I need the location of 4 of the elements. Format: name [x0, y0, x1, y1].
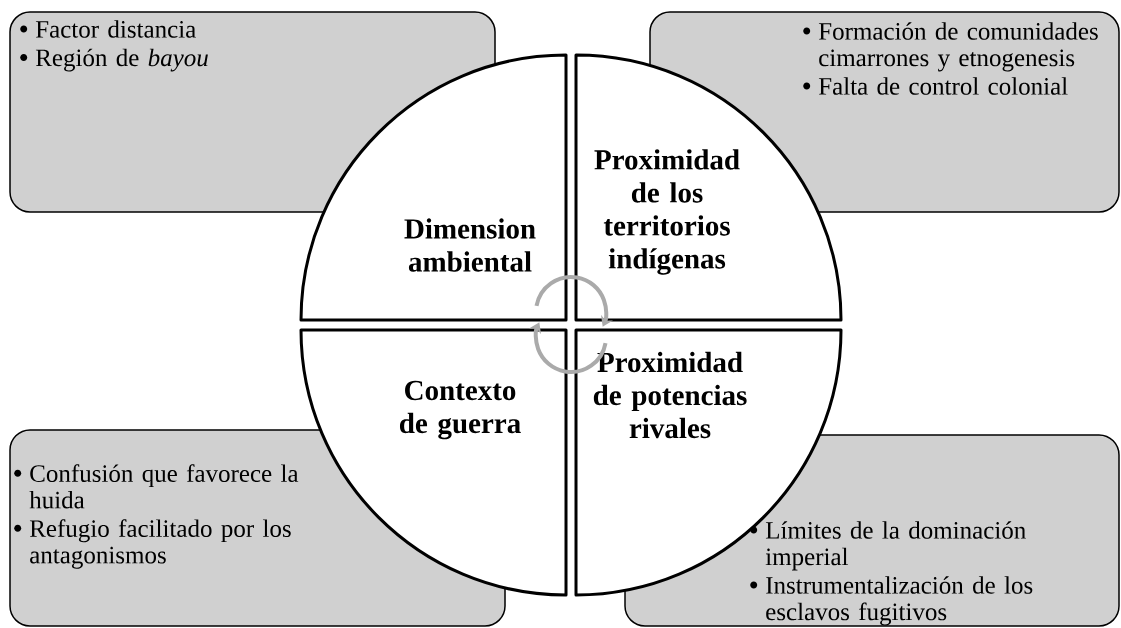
- cycle-arrow: [529, 322, 608, 374]
- cycle-arrow: [534, 275, 613, 327]
- quadrant-sector: Contexto de guerra: [299, 328, 568, 597]
- quadrant-sector: Dimension ambiental: [299, 53, 568, 322]
